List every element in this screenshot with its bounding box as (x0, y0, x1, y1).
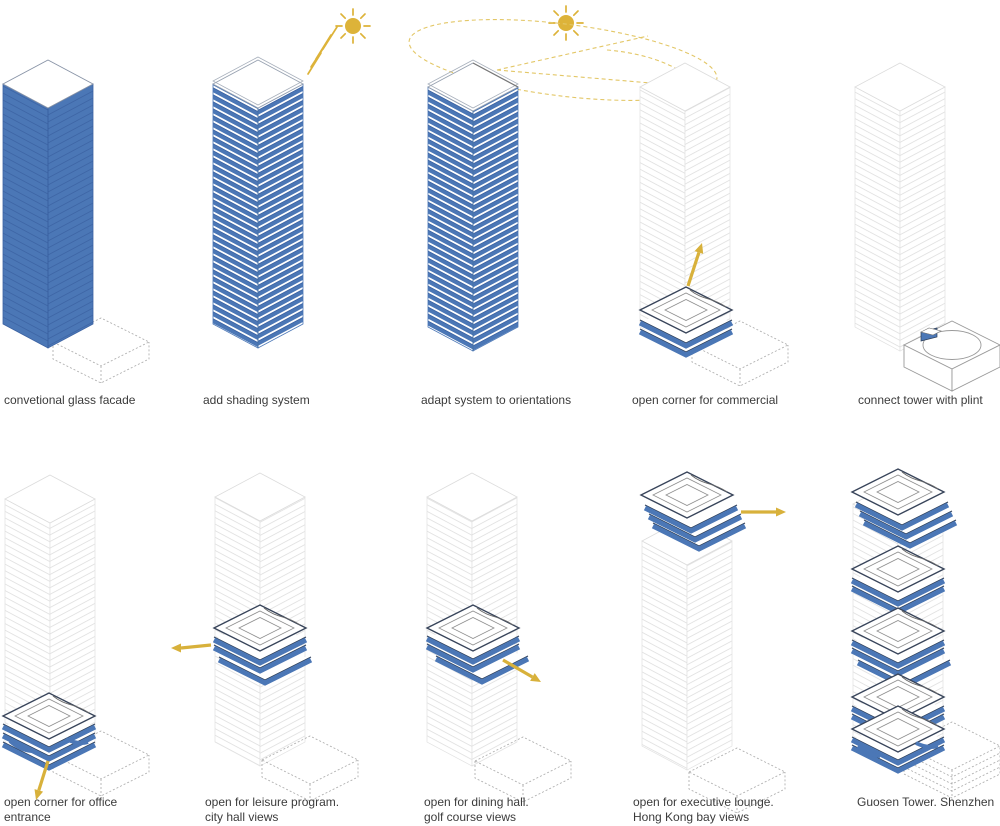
peeled-corner-flap (8, 739, 33, 753)
peeled-corner-flap (856, 744, 881, 758)
caption-lounge-line1: open for executive lounge. (633, 795, 774, 809)
arrows (34, 243, 786, 800)
sun-rays-icon (307, 26, 338, 75)
caption-lounge-line2: Hong Kong bay views (633, 810, 749, 824)
panel-conventional-glass-facade (2, 59, 150, 384)
arrow-up-icon (686, 243, 704, 287)
sun-icon (548, 5, 584, 41)
arrow-right-icon (741, 507, 786, 517)
peeled-corner-flap (915, 741, 939, 749)
caption-add-shading-system: add shading system (203, 393, 310, 407)
plinth-solid-box (902, 320, 1000, 392)
panel-open-leisure-program (214, 472, 359, 802)
peeled-corner-flap (65, 737, 89, 745)
arrow-down-icon (34, 760, 50, 800)
caption-guosen-tower: Guosen Tower. Shenzhen (857, 795, 994, 809)
tower-solid-glass (2, 59, 94, 349)
base-entrance-plates (852, 705, 944, 771)
panel-open-executive-lounge (640, 471, 786, 814)
panel-open-corner-office-entrance (3, 474, 150, 797)
panel-add-shading-system (212, 8, 371, 349)
caption-open-corner-commercial: open corner for commercial (632, 393, 778, 407)
tower-with-oriented-louvers (427, 59, 519, 352)
plaza-circle (922, 330, 982, 360)
caption-dining-line1: open for dining hall. (424, 795, 529, 809)
connector-wedge (920, 327, 942, 342)
captions: convetional glass facade add shading sys… (4, 393, 994, 824)
caption-adapt-system: adapt system to orientations (421, 393, 571, 407)
caption-connect-tower-plint: connect tower with plint (858, 393, 983, 407)
panel-connect-tower-with-plint (854, 62, 1000, 392)
caption-office-entrance-line1: open corner for office (4, 795, 118, 809)
caption-dining-line2: golf course views (424, 810, 516, 824)
arrow-left-icon (171, 643, 212, 653)
entrance-floor-plates (3, 692, 95, 768)
caption-leisure-line2: city hall views (205, 810, 278, 824)
panel-open-corner-commercial (639, 62, 789, 387)
tower-ghost (639, 62, 731, 352)
panel-open-dining-hall (427, 472, 572, 803)
caption-leisure-line1: open for leisure program. (205, 795, 339, 809)
tower-ghost (641, 516, 733, 771)
arrow-down-right-icon (502, 658, 541, 682)
tower-with-louvers (212, 56, 304, 349)
caption-conventional-glass-facade: convetional glass facade (4, 393, 136, 407)
tower-ghost (854, 62, 946, 352)
caption-office-entrance-line2: entrance (4, 810, 51, 824)
panel-guosen-tower-final (852, 468, 1000, 799)
sun-icon (335, 8, 371, 44)
